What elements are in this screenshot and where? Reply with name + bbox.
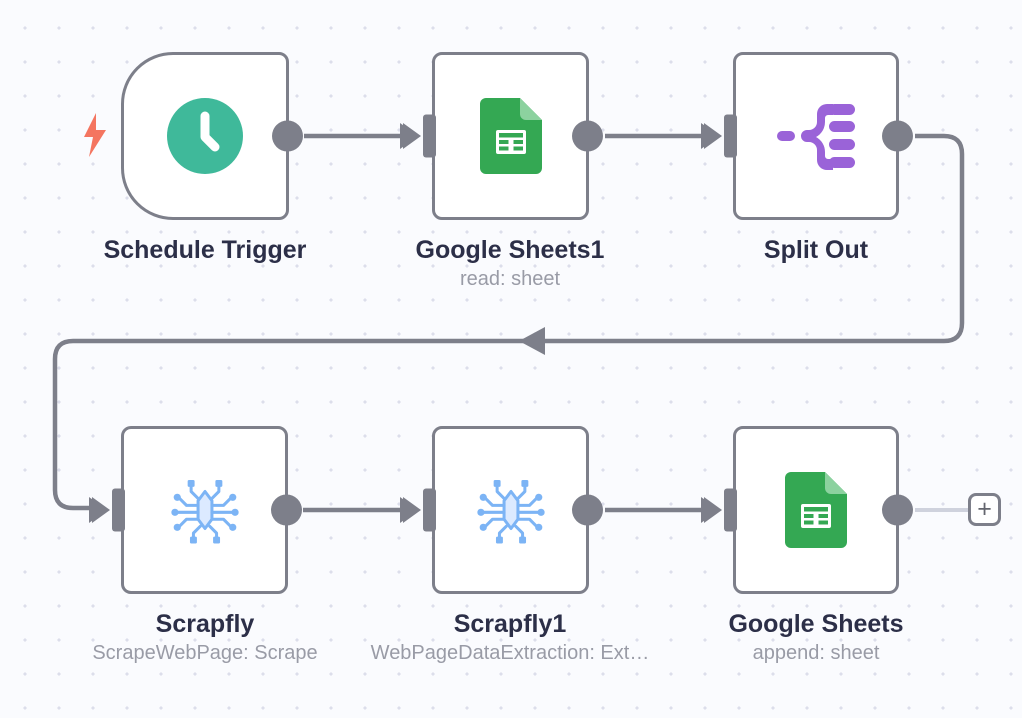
input-port-google-sheets[interactable] [724, 488, 737, 532]
node-title: Google Sheets [728, 610, 904, 638]
input-arrow-scrapfly [92, 497, 110, 523]
output-port-scrapfly[interactable] [271, 494, 302, 526]
scrapfly-bug-icon [168, 473, 242, 547]
node-scrapfly[interactable] [92, 426, 302, 594]
node-title: Schedule Trigger [103, 236, 307, 264]
node-title: Split Out [763, 236, 869, 264]
input-arrow-scrapfly-1 [403, 497, 421, 523]
output-port-split-out[interactable] [882, 120, 913, 152]
node-title: Google Sheets1 [415, 236, 605, 264]
node-subtitle: ScrapeWebPage: Scrape [92, 641, 318, 664]
node-split-out[interactable] [704, 52, 913, 220]
input-arrow-google-sheets [704, 497, 722, 523]
node-google-sheets[interactable] [704, 426, 913, 594]
label-scrapfly-1: Scrapfly1 WebPageDataExtraction: Ext… [340, 610, 680, 668]
node-title: Scrapfly1 [453, 610, 567, 638]
google-sheets-icon [479, 98, 542, 174]
wire-loopback-arrow [519, 327, 545, 355]
input-arrow-split-out [704, 123, 722, 149]
node-subtitle: WebPageDataExtraction: Ext… [370, 641, 650, 664]
node-scrapfly-1[interactable] [403, 426, 603, 594]
split-out-icon [777, 100, 855, 172]
output-port-scrapfly-1[interactable] [572, 494, 603, 526]
output-port-google-sheets-1[interactable] [572, 120, 603, 152]
input-port-split-out[interactable] [724, 114, 737, 158]
output-port-google-sheets[interactable] [882, 494, 913, 526]
output-port-schedule-trigger[interactable] [272, 120, 303, 152]
google-sheets-icon [785, 472, 847, 548]
node-schedule-trigger[interactable] [121, 52, 303, 220]
label-scrapfly: Scrapfly ScrapeWebPage: Scrape [35, 610, 375, 668]
label-schedule-trigger: Schedule Trigger [35, 236, 375, 265]
clock-icon [167, 98, 243, 174]
lightning-bolt-icon [82, 113, 108, 162]
node-subtitle: read: sheet [459, 267, 561, 290]
plus-icon: + [977, 495, 992, 523]
node-subtitle: append: sheet [752, 641, 880, 664]
input-port-scrapfly-1[interactable] [423, 488, 436, 532]
label-google-sheets: Google Sheets append: sheet [646, 610, 986, 668]
scrapfly-bug-icon [474, 473, 548, 547]
input-port-scrapfly[interactable] [112, 488, 125, 532]
node-google-sheets-1[interactable] [403, 52, 603, 220]
label-google-sheets-1: Google Sheets1 read: sheet [340, 236, 680, 294]
node-title: Scrapfly [155, 610, 255, 638]
input-arrow-google-sheets-1 [403, 123, 421, 149]
add-node-button[interactable]: + [968, 493, 1001, 526]
label-split-out: Split Out [646, 236, 986, 265]
input-port-google-sheets-1[interactable] [423, 114, 436, 158]
